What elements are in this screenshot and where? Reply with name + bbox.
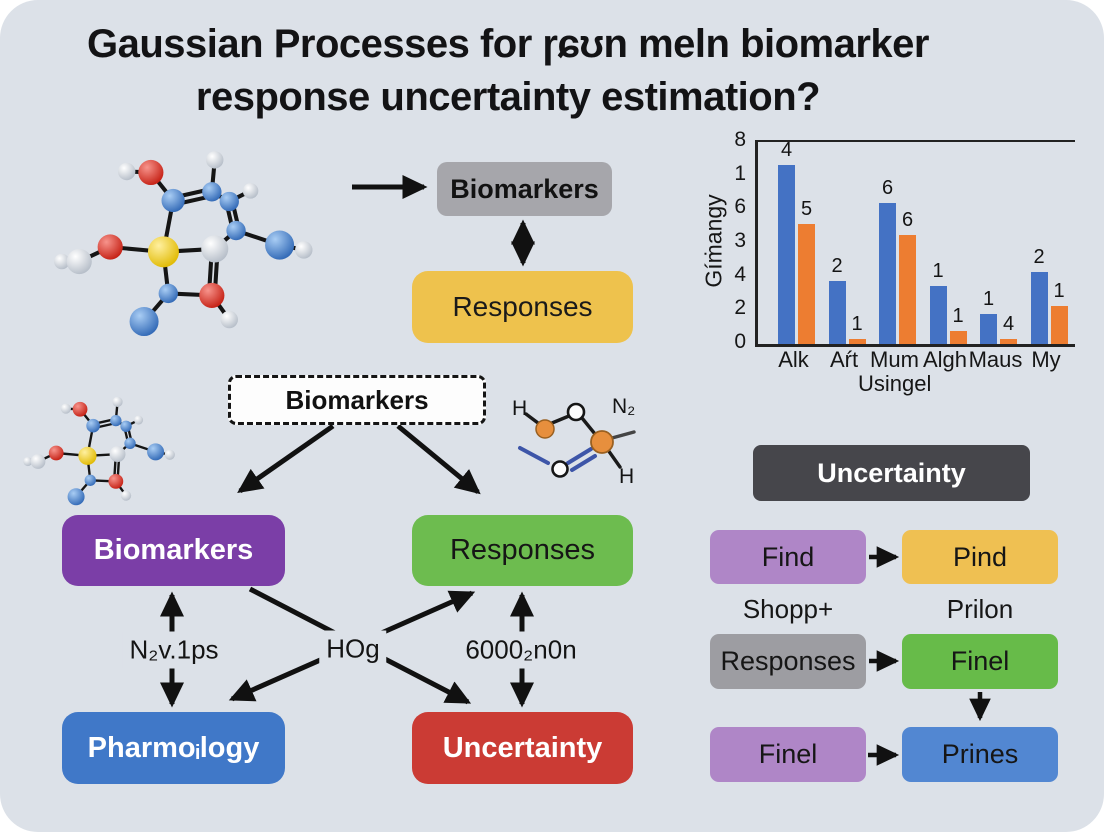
chart-ytick: 8: [734, 128, 746, 151]
chart-bar-value-label: 4: [1002, 312, 1015, 335]
box-responses-green: Responses: [412, 515, 633, 586]
box-uncertainty-red-label: Uncertainty: [442, 731, 603, 764]
chart-ytick: 2: [734, 296, 746, 320]
right-box-pind-label: Pind: [952, 541, 1008, 572]
box-biomarkers-gray-label: Biomarkers: [450, 173, 599, 204]
chart-ytick: 3: [734, 229, 746, 252]
chart-bar-blue: [879, 202, 896, 344]
chart-bar-value-label: 1: [1053, 280, 1065, 303]
right-box-responses: Responses: [710, 634, 866, 689]
chart-bar-orange: [1000, 338, 1017, 344]
chem-atom-oxygen-top: [566, 402, 586, 422]
right-box-finel-purple: Finel: [710, 727, 866, 782]
box-biomarkers-purple-label: Biomarkers: [93, 534, 254, 566]
chart-bar-blue: [980, 313, 997, 344]
chart-bar-orange: [848, 338, 866, 344]
right-box-prines-label: Prines: [941, 739, 1019, 769]
chart-bar-orange: [899, 235, 916, 344]
edge-label-right: 6000₂n0n: [458, 631, 584, 669]
chart-bar-value-label: 1: [932, 259, 944, 282]
edge-label-left: N₂v.1ps: [122, 631, 226, 669]
chart-ytick: 0: [734, 330, 746, 353]
box-biomarkers-gray: Biomarkers: [437, 162, 612, 216]
box-responses-green-label: Responses: [449, 534, 596, 566]
right-box-find: Find: [710, 530, 866, 584]
chart-bar-value-label: 2: [1033, 246, 1045, 269]
chem-label-h-top: H: [512, 397, 527, 420]
chart-bar-orange: [949, 331, 967, 344]
chart-bar-orange: [798, 224, 815, 344]
edge-label-center: HOg: [319, 630, 387, 668]
box-responses-yellow: Responses: [412, 271, 633, 343]
chem-atom-orange-1: [535, 419, 555, 439]
chart-xtick: Mum: [870, 347, 919, 372]
chart-xtick: My: [1031, 347, 1061, 372]
chart-bar-blue: [828, 280, 846, 344]
chart-bar-blue: [929, 285, 947, 344]
right-box-responses-label: Responses: [720, 646, 856, 676]
chart-bar-value-label: 6: [901, 209, 914, 232]
chart-bar-orange: [1050, 306, 1068, 344]
chem-atom-orange-2: [590, 430, 614, 454]
chart-xtick: Algh: [922, 347, 968, 372]
right-box-prines: Prines: [902, 727, 1058, 782]
right-box-find-label: Find: [761, 541, 815, 572]
chart-ytick: 4: [734, 262, 746, 286]
arrow-dashed-to-responses: [396, 424, 481, 495]
right-sublabel-prilon: Prilon: [946, 594, 1014, 624]
chem-atom-oxygen-bottom: [551, 460, 569, 478]
arrow-dashed-to-biomarkers: [237, 423, 335, 494]
chart-x-axis-label: Usingel: [858, 371, 932, 396]
box-biomarkers-purple: Biomarkers: [62, 515, 285, 586]
chart-bar-value-label: 1: [851, 312, 863, 335]
box-biomarkers-dashed-label: Biomarkers: [285, 384, 429, 415]
chem-label-h-bottom: H: [619, 465, 634, 488]
right-box-finel-purple-label: Finel: [758, 739, 818, 769]
right-box-finel-green-label: Finel: [950, 646, 1010, 676]
chart-xtick: Maus: [968, 347, 1023, 372]
chem-structure-2d: H N₂ H: [512, 395, 636, 488]
right-panel-header: Uncertainty: [753, 445, 1030, 501]
figure-title: Gaussian Processes for ɼɕʊn meln biomark…: [0, 18, 1016, 124]
chart-yticks: 8 1 6 3 4 2 0: [700, 128, 746, 353]
chart-xtick: Aŕt: [829, 347, 859, 372]
chart-bar-value-label: 1: [982, 287, 995, 310]
box-biomarkers-dashed: Biomarkers: [228, 375, 486, 425]
chart-ytick: 6: [734, 195, 746, 219]
chart-bar-value-label: 6: [881, 176, 894, 199]
box-pharmology-label: Pharmoᵢlogy: [87, 731, 260, 764]
chart-xtick: Alk: [778, 347, 809, 372]
right-box-finel-green: Finel: [902, 634, 1058, 689]
chart-bar-value-label: 5: [800, 198, 813, 221]
chart-bar-value-label: 1: [952, 305, 964, 328]
chart-bar-blue: [1030, 272, 1048, 344]
box-pharmology-blue: Pharmoᵢlogy: [62, 712, 285, 784]
chem-label-n2: N₂: [612, 395, 635, 418]
box-responses-yellow-label: Responses: [452, 291, 593, 322]
chart-bar-value-label: 2: [831, 254, 843, 277]
box-uncertainty-red: Uncertainty: [412, 712, 633, 784]
right-sublabel-shopp: Shopp+: [742, 594, 834, 624]
chart-ytick: 1: [734, 161, 746, 185]
chart-bar-value-label: 4: [780, 138, 793, 161]
title-line-2: response uncertainty estimation?: [195, 74, 821, 119]
title-line-1: Gaussian Processes for ɼɕʊn meln biomark…: [87, 22, 930, 66]
right-box-pind: Pind: [902, 530, 1058, 584]
chart-bar-blue: [778, 164, 795, 344]
molecule-3d-large: [52, 126, 362, 368]
right-panel-header-label: Uncertainty: [817, 457, 966, 488]
molecule-3d-small: [22, 382, 204, 524]
